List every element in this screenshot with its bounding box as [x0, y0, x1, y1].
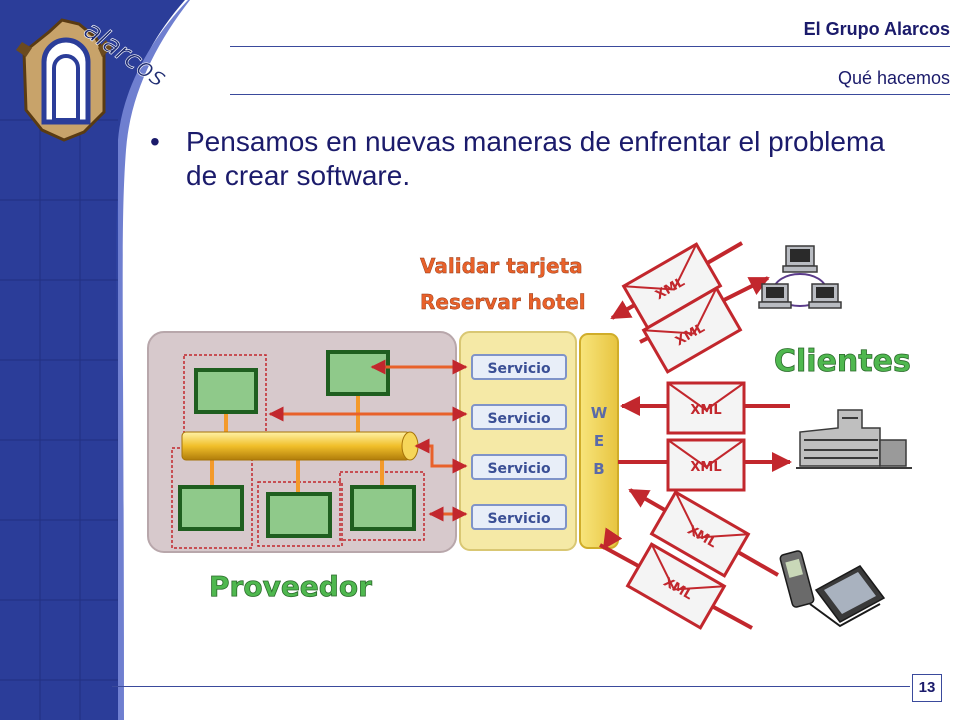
web-bar [579, 333, 619, 549]
operation-reservar-hotel: Reservar hotel [420, 290, 586, 314]
service-label-3: Servicio [487, 461, 551, 477]
xml-label-3: XML [690, 403, 721, 418]
operation-validar-tarjeta: Validar tarjeta [420, 254, 583, 278]
xml-envelope-6 [625, 542, 727, 630]
provider-label: Proveedor [209, 570, 372, 603]
header-rule-top [230, 46, 950, 47]
header-rule-bottom [230, 94, 950, 95]
sidebar-wave [0, 0, 190, 720]
alarcos-logo: alarcos [16, 15, 172, 142]
mobile-devices-icon [779, 550, 886, 628]
bullet-icon: • [150, 126, 160, 157]
xml-envelope-2 [641, 286, 743, 374]
brand-title: El Grupo Alarcos [803, 19, 950, 39]
network-clients-icon [758, 245, 842, 309]
xml-envelope-4 [666, 438, 746, 492]
service-buttons [471, 354, 567, 530]
page-number: 13 [912, 674, 942, 702]
service-label-2: Servicio [487, 411, 551, 427]
service-label-4: Servicio [487, 511, 551, 527]
footer-rule [112, 686, 910, 687]
section-title: Qué hacemos [837, 68, 950, 88]
web-letter-b: B [593, 460, 604, 478]
clients-label: Clientes [774, 344, 911, 379]
xml-label-4: XML [690, 460, 721, 475]
service-label-1: Servicio [487, 361, 551, 377]
xml-envelope-3 [666, 381, 746, 435]
office-building-icon [796, 409, 912, 469]
web-letter-w: W [591, 404, 608, 422]
provider-service-arrows [268, 359, 468, 522]
web-letter-e: E [594, 432, 604, 450]
bullet-text: Pensamos en nuevas maneras de enfrentar … [186, 126, 885, 191]
castle-icon [16, 18, 112, 142]
xml-envelope-5 [649, 490, 751, 578]
